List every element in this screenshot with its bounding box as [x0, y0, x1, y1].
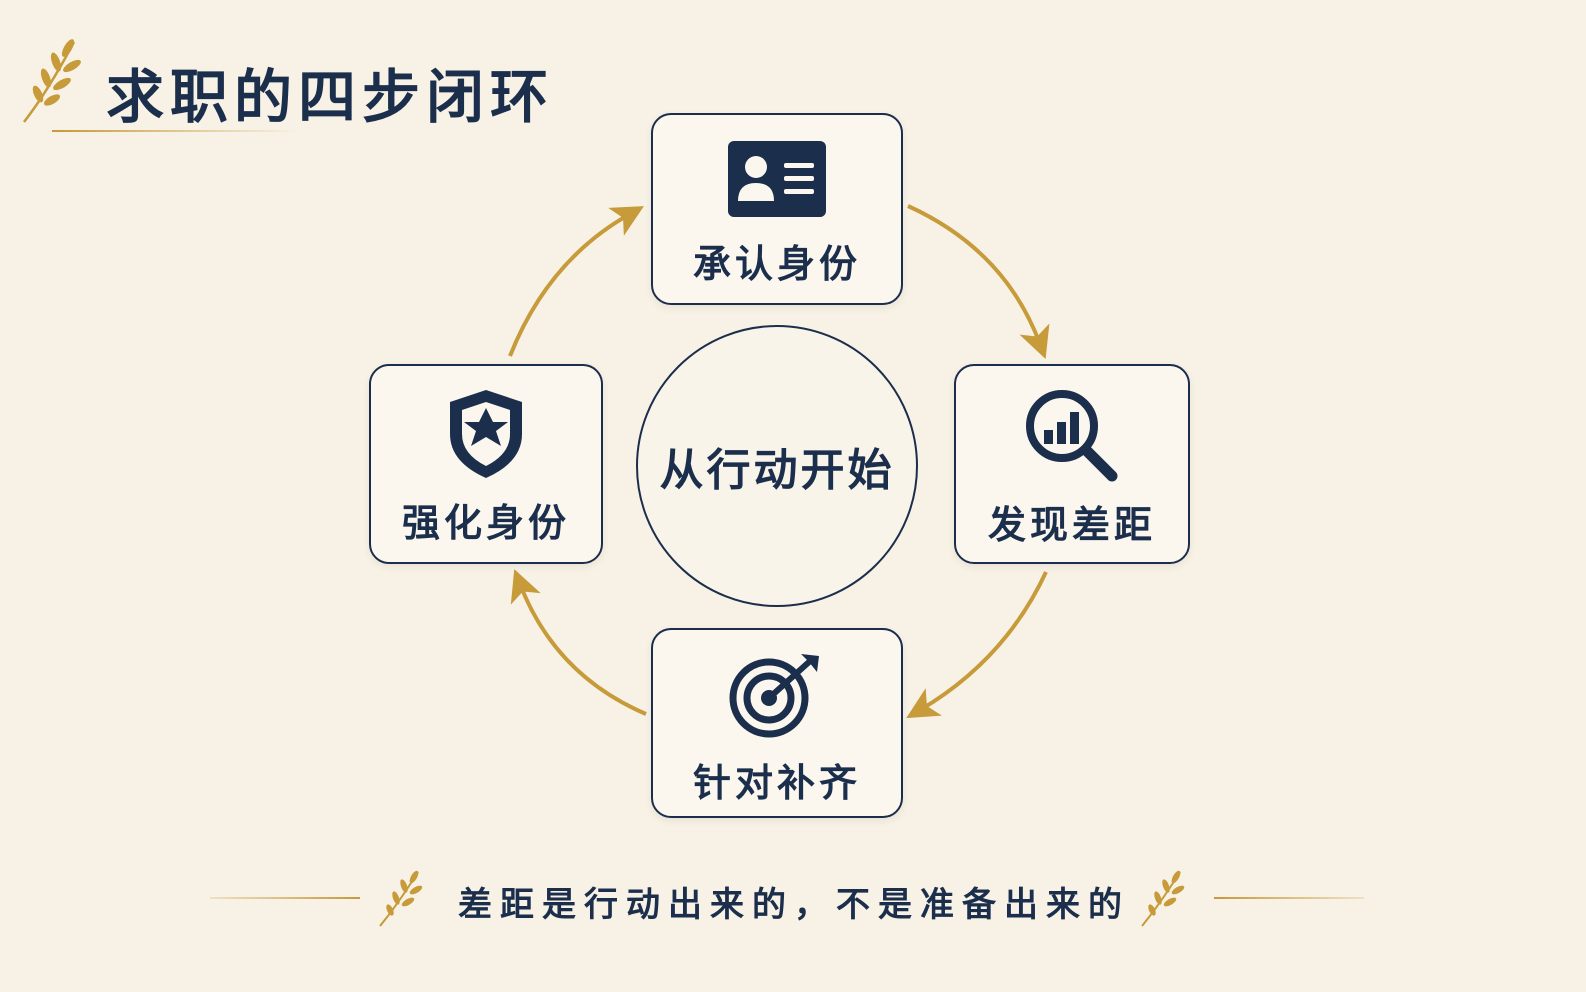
step-card-top: 承认身份 — [651, 113, 903, 305]
step-label-left: 强化身份 — [401, 501, 570, 545]
title-underline — [52, 130, 302, 132]
footer-divider-right — [1214, 897, 1364, 899]
step-label-right: 发现差距 — [987, 503, 1156, 547]
wheat-icon — [1141, 870, 1185, 927]
arrow-top-to-right — [907, 204, 1050, 359]
center-circle: 从行动开始 — [636, 325, 918, 607]
step-card-left: 强化身份 — [369, 364, 603, 564]
id-card-icon — [728, 141, 826, 217]
step-card-right: 发现差距 — [954, 364, 1190, 564]
center-label: 从行动开始 — [659, 445, 895, 496]
footer-quote: 差距是行动出来的，不是准备出来的 — [458, 885, 1130, 925]
arrow-left-to-top — [508, 206, 644, 357]
shield-star-icon — [450, 390, 522, 478]
arrow-right-to-bottom — [906, 571, 1048, 719]
magnifier-chart-icon — [1026, 390, 1118, 482]
step-label-bottom: 针对补齐 — [692, 761, 861, 805]
arrow-bottom-to-left — [510, 569, 647, 716]
wheat-icon — [23, 39, 81, 123]
step-card-bottom: 针对补齐 — [651, 628, 903, 818]
page-title: 求职的四步闭环 — [106, 63, 555, 131]
footer-divider-left — [210, 897, 360, 899]
wheat-icon — [379, 870, 423, 927]
target-arrow-icon — [729, 654, 819, 738]
step-label-top: 承认身份 — [692, 242, 861, 286]
